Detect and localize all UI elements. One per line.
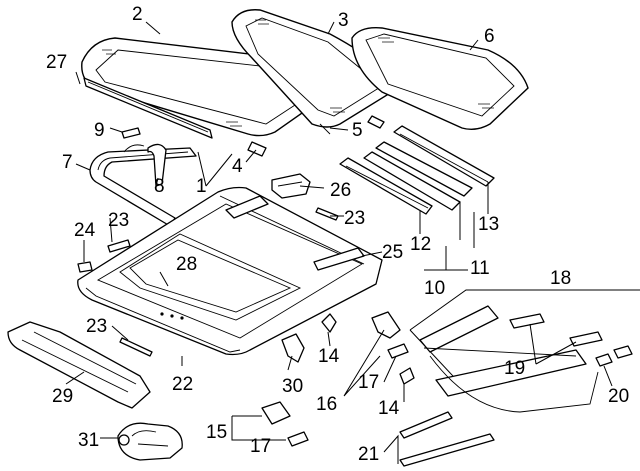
drive-assembly-box-18	[409, 289, 640, 413]
callout-8: 8	[154, 176, 165, 197]
callout-27: 27	[46, 52, 67, 73]
callout-28: 28	[176, 254, 197, 275]
callout-18: 18	[550, 268, 571, 289]
rear-crossmember-29	[7, 321, 151, 409]
callout-24: 24	[74, 220, 96, 241]
callout-29: 29	[52, 386, 73, 407]
callout-11: 11	[470, 258, 490, 279]
callout-31: 31	[78, 430, 99, 451]
clip-17-lower	[287, 431, 309, 447]
callout-9: 9	[94, 120, 105, 141]
callout-labels: 1 2 3 4 5 6 7 8 9 10 11 12 13 14 14 15 1…	[46, 4, 629, 465]
bracket-15	[261, 401, 291, 425]
bracket-16	[371, 311, 401, 339]
trim-strip-23-lower	[119, 337, 153, 357]
callout-23-upper: 23	[344, 208, 365, 229]
callout-3: 3	[338, 10, 349, 31]
callout-22: 22	[172, 374, 193, 395]
drive-cable-21	[399, 411, 495, 467]
clip-17-upper	[387, 343, 409, 359]
callout-4: 4	[232, 156, 243, 177]
callout-13: 13	[478, 214, 499, 235]
callout-26: 26	[330, 180, 351, 201]
guide-rail-13	[375, 125, 495, 197]
clip-24	[77, 261, 93, 273]
callout-10: 10	[424, 278, 445, 299]
trim-strip-23-upper	[315, 207, 339, 221]
callout-7: 7	[62, 152, 73, 173]
callout-30: 30	[282, 376, 303, 397]
callout-6: 6	[484, 26, 495, 47]
leader-lines	[65, 21, 613, 464]
callout-17-upper: 17	[358, 372, 379, 393]
callout-21: 21	[358, 444, 379, 465]
trim-strip-23-left	[107, 239, 131, 253]
callout-17-lower: 17	[250, 436, 271, 457]
callout-16: 16	[316, 394, 337, 415]
callout-12: 12	[410, 234, 431, 255]
clip-9	[121, 127, 141, 139]
callout-19: 19	[504, 358, 525, 379]
clip-14-lower	[399, 367, 415, 385]
callout-15: 15	[206, 422, 227, 443]
fixed-glass-panel	[351, 27, 529, 131]
motor-bracket-26	[271, 173, 311, 199]
deflector-bracket-5	[319, 115, 385, 135]
callout-23-left: 23	[108, 210, 129, 231]
bracket-30	[281, 333, 305, 363]
motor-31	[117, 422, 183, 461]
callout-1: 1	[196, 176, 207, 197]
callout-14-upper: 14	[318, 346, 340, 367]
weatherstrip-7	[89, 147, 197, 227]
clip-14-upper	[321, 313, 337, 333]
callout-25: 25	[382, 242, 403, 263]
sunroof-housing-frame	[77, 186, 383, 356]
callout-5: 5	[352, 120, 363, 141]
callout-20: 20	[608, 386, 629, 407]
callout-14-lower: 14	[378, 398, 400, 419]
deflector-bracket-4	[247, 141, 267, 157]
callout-2: 2	[132, 4, 143, 25]
callout-23-lower: 23	[86, 316, 107, 337]
